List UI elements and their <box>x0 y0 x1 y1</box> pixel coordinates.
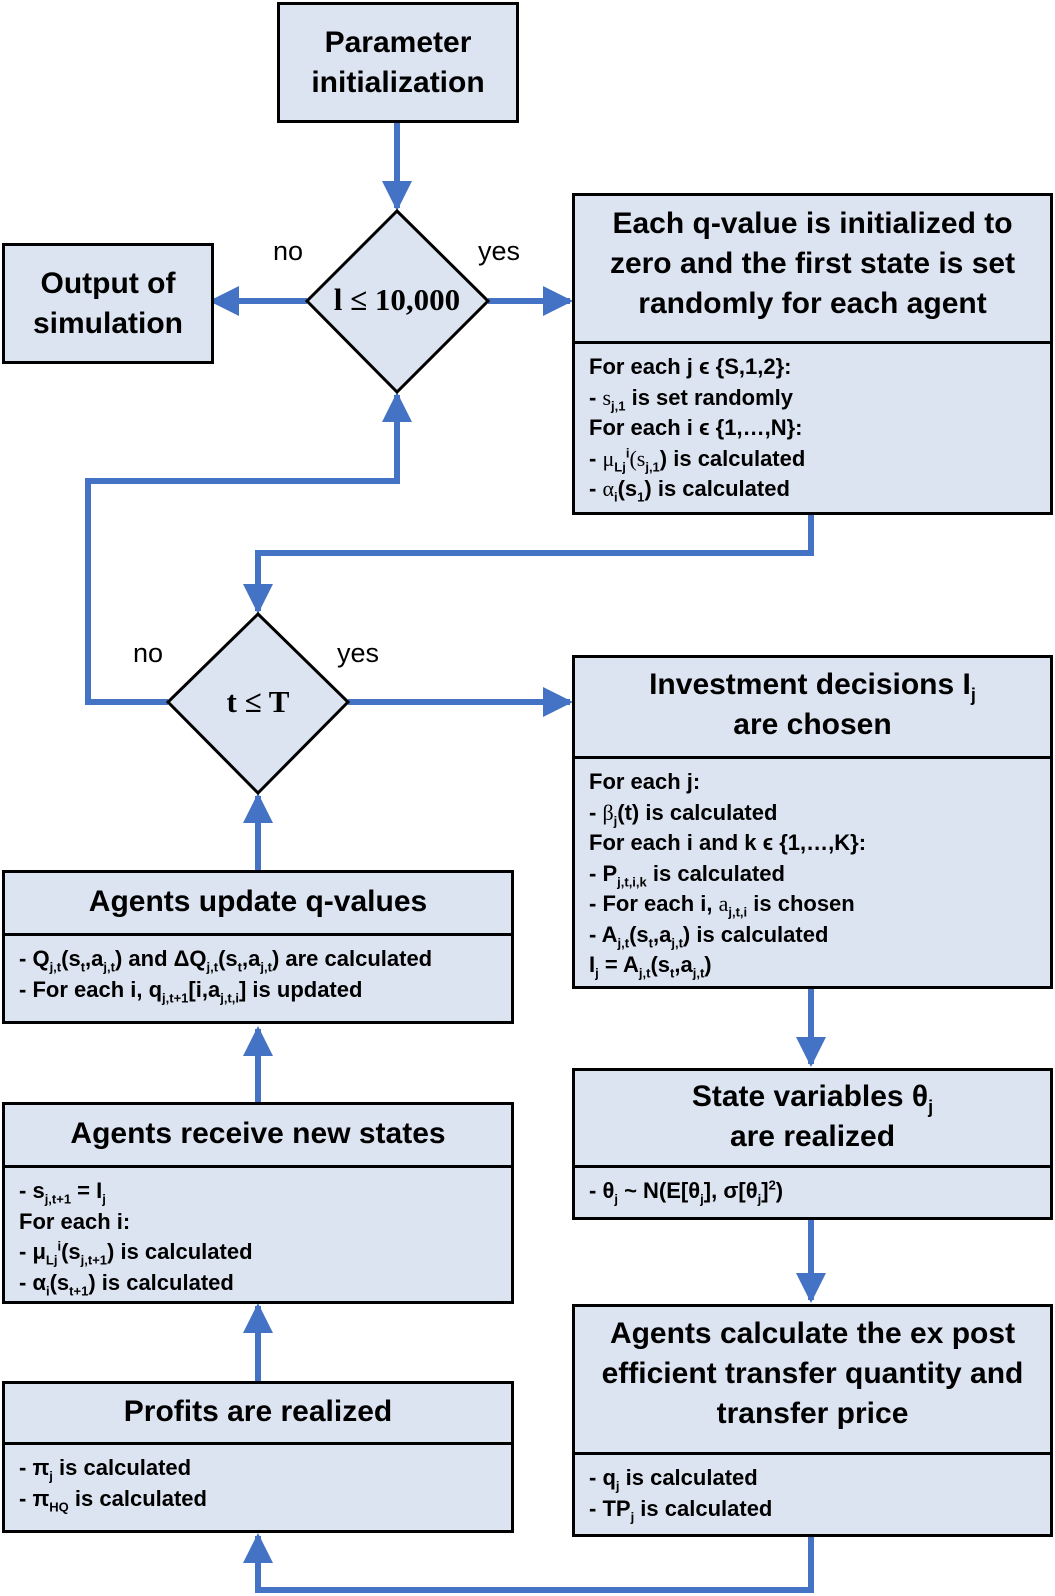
init-line-1: For each j ϵ {S,1,2}: <box>589 354 792 379</box>
receive-line-2: For each i: <box>19 1208 131 1234</box>
profits-box: Profits are realized - πj is calculated … <box>2 1381 514 1533</box>
init-line-4: - μLji(sj,1) is calculated <box>589 445 806 474</box>
receive-box: Agents receive new states - sj,t+1 = Ij … <box>2 1102 514 1304</box>
output-title: Output of simulation <box>32 267 183 340</box>
receive-title: Agents receive new states <box>70 1117 446 1150</box>
invest-line-3: For each i and k ϵ {1,…,K}: <box>589 830 867 855</box>
profits-details: - πj is calculated - πHQ is calculated <box>5 1442 511 1530</box>
invest-line-6: - Aj,t(st,aj,t) is calculated <box>589 921 829 950</box>
transfer-line-1: - qj is calculated <box>589 1465 758 1494</box>
init-line-2: - sj,1 is set randomly <box>589 384 793 413</box>
init-title: Each q-value is initialized to zero and … <box>609 207 1016 320</box>
invest-details: For each j: - βj(t) is calculated For ea… <box>575 756 1050 986</box>
arrow-init-to-inner-decision <box>243 512 814 614</box>
profits-line-1: - πj is calculated <box>19 1455 192 1484</box>
inner-decision-no-label: no <box>133 638 164 668</box>
update-title: Agents update q-values <box>88 885 428 918</box>
init-line-3: For each i ϵ {1,…,N}: <box>589 415 803 440</box>
inner-decision-yes-label: yes <box>337 638 380 668</box>
profits-line-2: - πHQ is calculated <box>19 1485 207 1514</box>
invest-line-4: - Pj,t,i,k is calculated <box>589 860 785 889</box>
receive-details: - sj,t+1 = Ij For each i: - μLji(sj,t+1)… <box>5 1165 511 1301</box>
invest-line-2: - βj(t) is calculated <box>589 799 778 828</box>
output-box: Output of simulation <box>2 243 214 364</box>
update-line-2: - For each i, qj,t+1[i,aj,t,i] is update… <box>19 976 363 1005</box>
receive-line-3: - μLji(sj,t+1) is calculated <box>19 1238 253 1268</box>
update-details: - Qj,t(st,aj,t) and ΔQj,t(st,aj,t) are c… <box>5 933 511 1021</box>
receive-line-1: - sj,t+1 = Ij <box>19 1178 106 1207</box>
transfer-box: Agents calculate the ex post efficient t… <box>572 1304 1053 1537</box>
outer-decision-no-label: no <box>273 236 304 266</box>
outer-decision-diamond <box>304 208 491 395</box>
invest-line-1: For each j: <box>589 769 701 794</box>
update-box: Agents update q-values - Qj,t(st,aj,t) a… <box>2 870 514 1024</box>
transfer-details: - qj is calculated - TPj is calculated <box>575 1452 1050 1534</box>
invest-line-7: Ij = Aj,t(st,aj,t) <box>589 952 712 981</box>
receive-line-4: - αi(st+1) is calculated <box>19 1269 234 1298</box>
init-box: Each q-value is initialized to zero and … <box>572 193 1053 515</box>
init-line-5: - αi(s1) is calculated <box>589 476 790 505</box>
arrow-transfer-to-profits <box>243 1533 814 1593</box>
inner-decision-condition: t ≤ T <box>226 684 290 719</box>
outer-decision-yes-label: yes <box>478 236 521 266</box>
transfer-title: Agents calculate the ex post efficient t… <box>601 1317 1024 1430</box>
inner-decision-diamond <box>165 611 351 796</box>
start-title: Parameter initialization <box>311 26 485 99</box>
arrow-inner-no-to-outer-decision <box>85 392 412 705</box>
transfer-line-2: - TPj is calculated <box>589 1495 773 1524</box>
init-details: For each j ϵ {S,1,2}: - sj,1 is set rand… <box>575 341 1050 512</box>
state-line-1: - θj ~ N(E[θj], σ[θj]2) <box>589 1177 784 1207</box>
invest-line-5: - For each i, aj,t,i is chosen <box>589 891 855 920</box>
profits-title: Profits are realized <box>123 1395 393 1428</box>
start-box: Parameter initialization <box>277 2 519 123</box>
update-line-1: - Qj,t(st,aj,t) and ΔQj,t(st,aj,t) are c… <box>19 946 433 975</box>
state-details: - θj ~ N(E[θj], σ[θj]2) <box>575 1165 1050 1217</box>
outer-decision-condition: l ≤ 10,000 <box>333 282 461 317</box>
